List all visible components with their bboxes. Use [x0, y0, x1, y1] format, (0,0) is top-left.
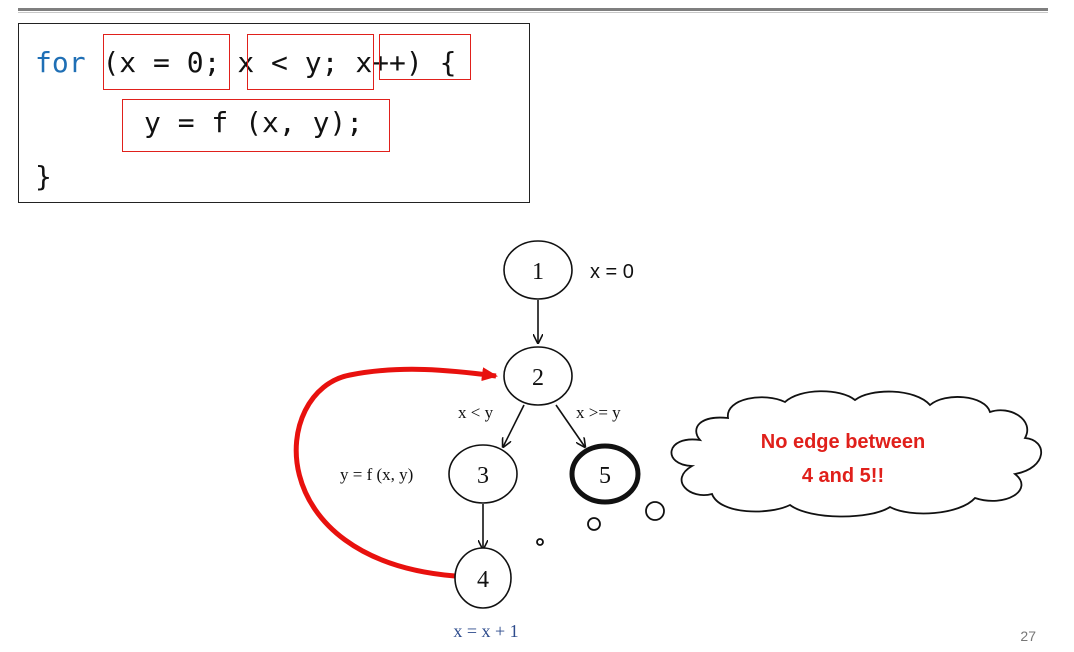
svg-text:5: 5: [599, 463, 611, 489]
svg-text:1: 1: [532, 259, 544, 285]
page-number: 27: [1020, 628, 1036, 644]
node-4-annotation: x = x + 1: [453, 621, 518, 641]
edge-label-true: x < y: [458, 403, 494, 422]
node-5: 5: [569, 443, 641, 505]
callout-text-line1: No edge between: [761, 431, 925, 453]
code-line-for: for (x = 0; x < y; x++) {: [35, 46, 456, 80]
node-1: 1: [503, 240, 573, 300]
code-line-body: y = f (x, y);: [144, 106, 364, 139]
highlight-body: [122, 99, 390, 152]
node-3-annotation: y = f (x, y): [340, 465, 413, 484]
svg-text:2: 2: [532, 365, 544, 391]
node-1-annotation: x = 0: [590, 261, 634, 283]
for-separator: ;: [203, 46, 221, 79]
node-2: 2: [503, 346, 573, 406]
keyword-for: for: [35, 46, 86, 79]
for-condition: x < y;: [237, 46, 339, 79]
for-increment: x++): [355, 46, 423, 79]
callout-cloud: [670, 390, 1042, 518]
node-4: 4: [454, 547, 512, 609]
callout-text-line2: 4 and 5!!: [802, 465, 884, 487]
svg-text:4: 4: [477, 567, 489, 593]
edge-2-3: [503, 404, 525, 447]
thought-bubble-small: [536, 538, 544, 546]
highlight-condition: [247, 34, 374, 90]
svg-text:3: 3: [477, 463, 489, 489]
for-init: (x = 0: [102, 46, 204, 79]
edge-label-false: x >= y: [576, 403, 621, 422]
for-open-brace: {: [422, 46, 457, 79]
node-3: 3: [448, 444, 518, 504]
highlight-init: [103, 34, 230, 90]
top-rule-shadow: [18, 12, 1048, 13]
code-box: for (x = 0; x < y; x++) { y = f (x, y); …: [18, 23, 530, 203]
top-rule: [18, 8, 1048, 11]
code-line-close: }: [35, 160, 52, 193]
thought-bubble-large: [645, 501, 665, 521]
edge-4-2-back: [293, 366, 498, 579]
thought-bubble-medium: [587, 517, 601, 531]
highlight-increment: [379, 34, 471, 80]
edge-2-5: [555, 404, 585, 447]
